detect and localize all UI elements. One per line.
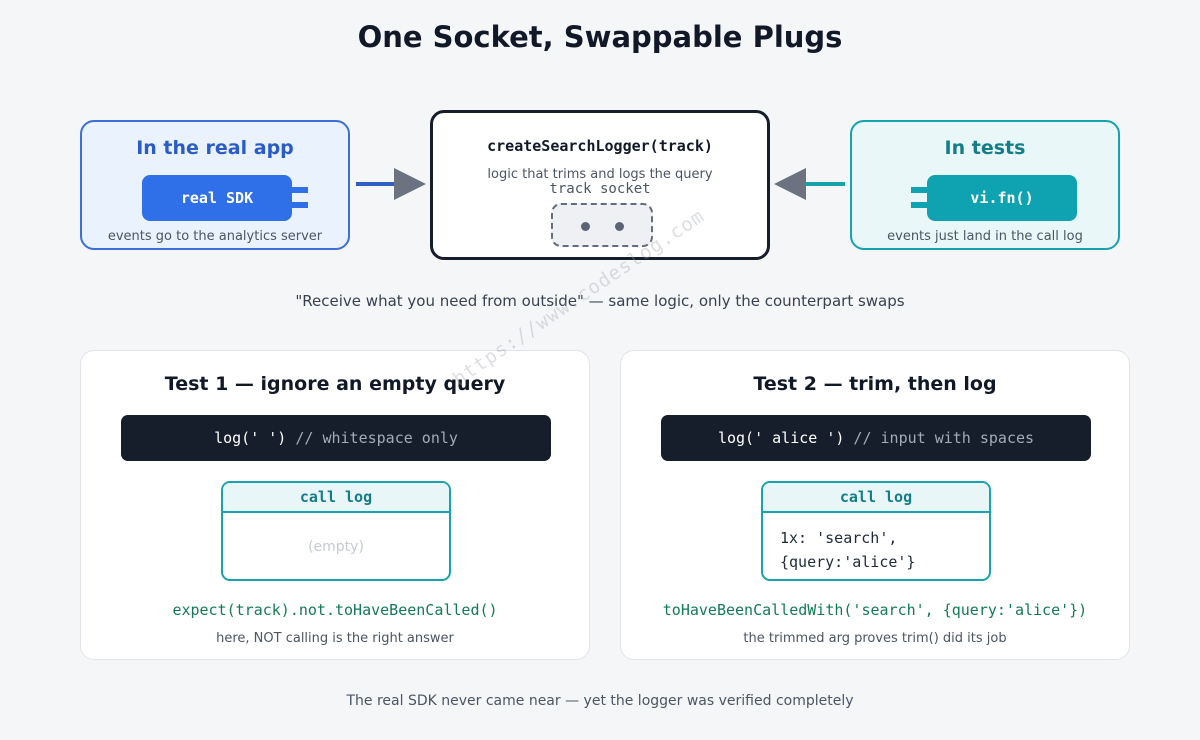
real-app-title: In the real app	[136, 137, 294, 159]
test1-note: here, NOT calling is the right answer	[216, 631, 454, 646]
page-title: One Socket, Swappable Plugs	[357, 20, 843, 54]
arrow-right-icon	[356, 168, 426, 200]
tests-box: In tests vi.fn() events just land in the…	[850, 120, 1120, 250]
test1-call-log-value: (empty)	[308, 539, 364, 555]
test-card-1: Test 1 — ignore an empty query log(' ') …	[80, 350, 590, 660]
socket-hole-icon	[615, 222, 624, 231]
test1-code-call: log(' ')	[214, 429, 287, 447]
real-app-box: In the real app real SDK events go to th…	[80, 120, 350, 250]
plug-prong-icon	[292, 202, 308, 208]
test2-call-log-line1: 1x: 'search',	[780, 529, 898, 547]
logger-description: logic that trims and logs the query	[487, 167, 713, 182]
plug-prong-icon	[292, 187, 308, 193]
test1-call-log: call log (empty)	[221, 481, 451, 581]
plug-prong-icon	[911, 187, 927, 193]
test2-call-log: call log 1x: 'search', {query:'alice'}	[761, 481, 991, 581]
test2-code: log(' alice ') // input with spaces	[661, 415, 1091, 461]
socket-label: track socket	[549, 181, 651, 197]
test2-code-comment: // input with spaces	[853, 429, 1035, 447]
mock-fn-plug: vi.fn()	[927, 175, 1077, 221]
test2-code-call: log(' alice ')	[717, 429, 845, 447]
real-sdk-plug: real SDK	[142, 175, 292, 221]
tests-box-title: In tests	[944, 137, 1026, 159]
test2-call-log-entry: 1x: 'search', {query:'alice'}	[780, 526, 915, 574]
logger-box: createSearchLogger(track) logic that tri…	[430, 110, 770, 260]
test1-code-comment: // whitespace only	[295, 429, 458, 447]
test2-title: Test 2 — trim, then log	[753, 373, 997, 395]
plug-prong-icon	[911, 202, 927, 208]
logger-name: createSearchLogger(track)	[487, 137, 713, 155]
test2-assertion: toHaveBeenCalledWith('search', {query:'a…	[662, 601, 1088, 619]
test1-title: Test 1 — ignore an empty query	[164, 373, 506, 395]
real-app-subtitle: events go to the analytics server	[107, 229, 323, 244]
test-card-2: Test 2 — trim, then log log(' alice ') /…	[620, 350, 1130, 660]
test1-code: log(' ') // whitespace only	[121, 415, 551, 461]
test2-call-log-line2: {query:'alice'}	[780, 553, 916, 571]
socket-icon	[551, 203, 653, 247]
footer-note: The real SDK never came near — yet the l…	[346, 693, 854, 709]
test1-call-log-header: call log	[223, 483, 449, 513]
arrow-left-icon	[774, 168, 845, 200]
test2-note: the trimmed arg proves trim() did its jo…	[743, 631, 1007, 646]
test2-call-log-header: call log	[763, 483, 989, 513]
socket-hole-icon	[581, 222, 590, 231]
tests-box-subtitle: events just land in the call log	[887, 229, 1083, 244]
caption: "Receive what you need from outside" — s…	[295, 292, 905, 310]
test1-assertion: expect(track).not.toHaveBeenCalled()	[172, 601, 498, 619]
